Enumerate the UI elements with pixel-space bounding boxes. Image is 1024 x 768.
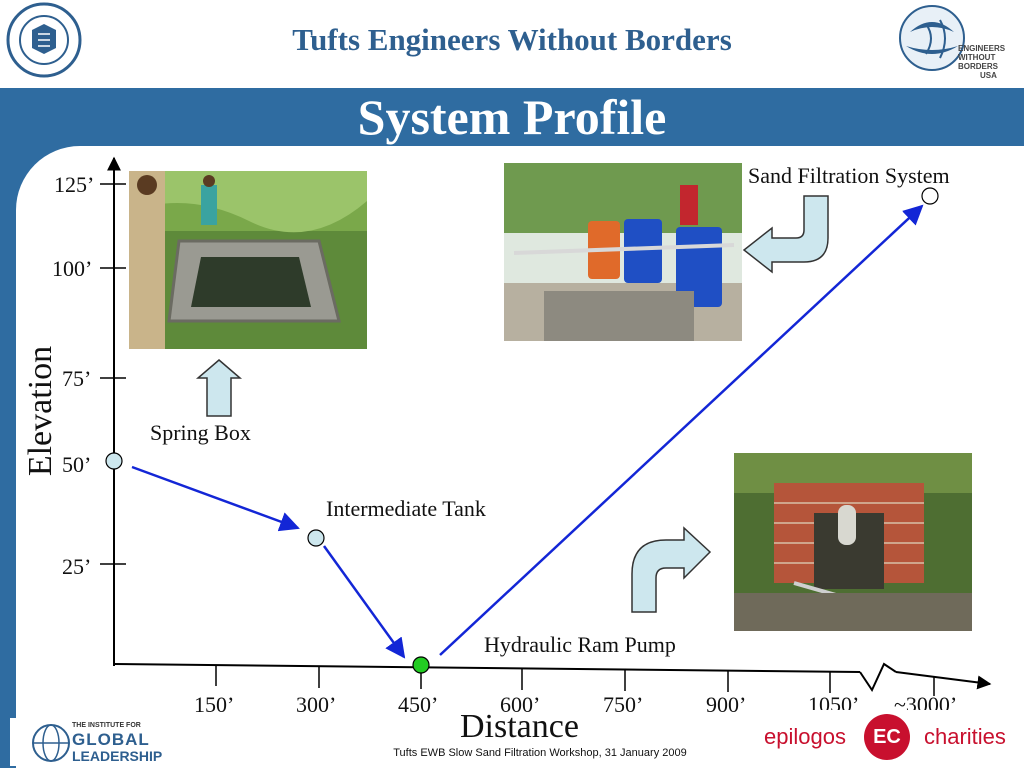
footer-caption: Tufts EWB Slow Sand Filtration Workshop,…	[393, 747, 687, 759]
sand-filtration-photo	[504, 163, 742, 341]
flow-arrow-spring-to-tank	[131, 465, 300, 532]
epilogos-charities-logo: epilogos EC charities	[754, 710, 1024, 768]
y-tick-label: 100’	[52, 256, 93, 281]
x-tick-label: 750’	[603, 692, 644, 717]
header-title: Tufts Engineers Without Borders	[292, 22, 732, 57]
tufts-seal-logo	[6, 2, 82, 78]
y-tick-label: 50’	[62, 452, 92, 477]
ewb-logo-text: ENGINEERS WITHOUT BORDERS USA	[958, 44, 1006, 80]
curved-right-arrow-icon	[631, 526, 712, 613]
flow-arrow-pump-to-filter	[439, 204, 924, 656]
y-axis-title: Elevation	[22, 345, 59, 477]
globe-icon	[32, 724, 70, 762]
hydraulic-ram-pump-label: Hydraulic Ram Pump	[484, 632, 676, 657]
x-axis-title: Distance	[460, 708, 579, 745]
sand-filtration-label: Sand Filtration System	[748, 163, 950, 188]
x-tick-label: 450’	[398, 692, 439, 717]
intermediate-tank-node	[307, 529, 325, 547]
flow-arrow-tank-to-pump	[322, 545, 406, 659]
slide-title: System Profile	[357, 89, 667, 145]
y-tick-label: 75’	[62, 366, 92, 391]
x-tick-label: 600’	[500, 692, 541, 717]
spring-box-label: Spring Box	[150, 420, 251, 445]
x-tick-label: 900’	[706, 692, 747, 717]
ec-emblem: EC	[864, 714, 910, 760]
y-tick-label: 25’	[62, 554, 92, 579]
spring-box-photo	[129, 171, 367, 349]
y-tick-label: 125’	[54, 172, 95, 197]
curved-left-arrow-icon	[742, 195, 829, 274]
x-axis	[113, 662, 992, 693]
spring-box-node	[105, 452, 123, 470]
global-leadership-logo: THE INSTITUTE FOR GLOBAL LEADERSHIP	[10, 718, 216, 766]
x-tick-label: 300’	[296, 692, 337, 717]
x-tick-label: 150’	[194, 692, 235, 717]
sand-filtration-node	[921, 187, 939, 205]
ewb-usa-logo	[899, 5, 965, 71]
hydraulic-ram-pump-photo	[734, 453, 972, 631]
hydraulic-ram-pump-node	[412, 656, 430, 674]
up-arrow-icon	[195, 359, 243, 417]
intermediate-tank-label: Intermediate Tank	[326, 496, 486, 521]
